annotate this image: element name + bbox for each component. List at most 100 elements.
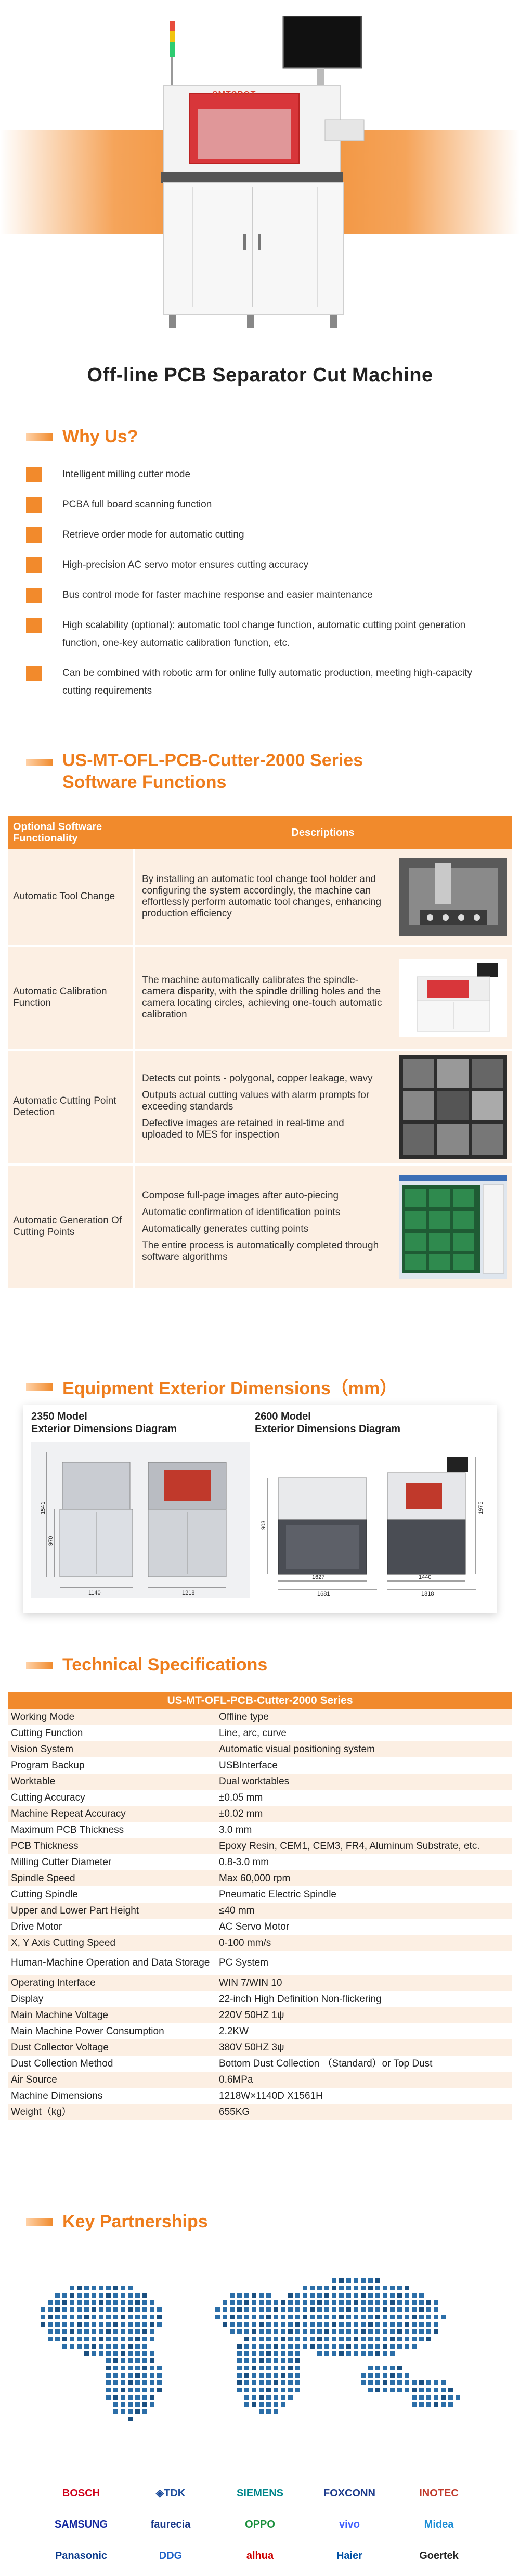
map-dot (346, 2344, 351, 2349)
map-dot (41, 2322, 45, 2327)
map-dot (113, 2322, 118, 2327)
map-dot (346, 2300, 351, 2305)
list-item: PCBA full board scanning function (26, 496, 494, 514)
map-dot (259, 2402, 264, 2407)
map-dot (48, 2307, 53, 2312)
dim-lower-height-2600: 903 (261, 1521, 267, 1530)
map-dot (92, 2322, 96, 2327)
map-dot (412, 2322, 417, 2327)
map-dot (266, 2402, 271, 2407)
map-dot (84, 2322, 89, 2327)
map-dot (441, 2402, 446, 2407)
map-dot (142, 2351, 147, 2356)
col-function-header: Optional Software Functionality (8, 816, 134, 849)
map-dot (361, 2286, 366, 2290)
map-dot (99, 2344, 103, 2349)
map-dot (448, 2402, 453, 2407)
map-dot (390, 2286, 395, 2290)
map-dot (310, 2329, 315, 2334)
map-dot (121, 2380, 125, 2385)
function-desc: Outputs actual cutting values with alarm… (142, 1090, 370, 1112)
map-dot (303, 2293, 307, 2298)
map-dot (368, 2278, 373, 2283)
map-dot (252, 2337, 256, 2341)
map-dot (142, 2307, 147, 2312)
map-dot (354, 2322, 358, 2327)
map-dot (106, 2366, 111, 2370)
map-dot (237, 2322, 242, 2327)
map-dot (448, 2395, 453, 2400)
map-dot (70, 2322, 74, 2327)
map-dot (281, 2307, 285, 2312)
list-item: High-precision AC servo motor ensures cu… (26, 556, 494, 574)
map-dot (412, 2293, 417, 2298)
table-row: Human-Machine Operation and Data Storage… (8, 1951, 512, 1975)
map-dot (113, 2315, 118, 2319)
map-dot (354, 2300, 358, 2305)
bullet-square-icon (26, 527, 42, 543)
map-dot (354, 2344, 358, 2349)
map-dot (121, 2358, 125, 2363)
map-dot (77, 2315, 82, 2319)
bullet-square-icon (26, 497, 42, 513)
dimensions-title: Equipment Exterior Dimensions（mm） (62, 1379, 398, 1398)
spec-name: Cutting Spindle (8, 1886, 216, 1903)
map-dot (361, 2322, 366, 2327)
map-dot (92, 2344, 96, 2349)
map-dot (230, 2322, 235, 2327)
map-dot (368, 2373, 373, 2378)
map-dot (128, 2344, 133, 2349)
map-dot (142, 2329, 147, 2334)
table-row: Cutting Accuracy±0.05 mm (8, 1790, 512, 1806)
spec-value: Automatic visual positioning system (216, 1741, 512, 1757)
map-dot (368, 2293, 373, 2298)
map-dot (288, 2380, 293, 2385)
map-dot (113, 2337, 118, 2341)
spec-name: Program Backup (8, 1757, 216, 1774)
map-dot (157, 2307, 162, 2312)
map-dot (390, 2337, 395, 2341)
function-desc: Defective images are retained in real-ti… (142, 1118, 344, 1140)
map-dot (426, 2315, 431, 2319)
partner-logo: Midea (424, 2519, 454, 2530)
bullet-square-icon (26, 588, 42, 603)
map-dot (135, 2395, 140, 2400)
map-dot (237, 2351, 242, 2356)
map-dot (303, 2344, 307, 2349)
map-dot (426, 2380, 431, 2385)
map-dot (99, 2286, 103, 2290)
map-dot (106, 2300, 111, 2305)
map-dot (113, 2293, 118, 2298)
heading-bar (26, 1383, 53, 1391)
map-dot (252, 2380, 256, 2385)
map-dot (259, 2380, 264, 2385)
map-dot (274, 2395, 278, 2400)
partner-logo: OPPO (245, 2519, 275, 2530)
map-dot (375, 2307, 380, 2312)
map-dot (288, 2315, 293, 2319)
map-dot (295, 2300, 300, 2305)
map-dot (62, 2322, 67, 2327)
map-dot (426, 2337, 431, 2341)
map-dot (106, 2388, 111, 2392)
map-dot (259, 2366, 264, 2370)
map-dot (84, 2337, 89, 2341)
function-desc: By installing an automatic tool change t… (142, 874, 382, 920)
map-dot (303, 2322, 307, 2327)
map-dot (339, 2300, 344, 2305)
map-dot (244, 2322, 249, 2327)
map-dot (412, 2300, 417, 2305)
spec-value: Dual worktables (216, 1774, 512, 1790)
map-dot (99, 2307, 103, 2312)
map-dot (106, 2344, 111, 2349)
map-dot (390, 2322, 395, 2327)
map-dot (266, 2315, 271, 2319)
map-dot (375, 2300, 380, 2305)
map-dot (237, 2315, 242, 2319)
map-dot (288, 2395, 293, 2400)
map-dot (324, 2300, 329, 2305)
map-dot (310, 2322, 315, 2327)
spec-name: Upper and Lower Part Height (8, 1903, 216, 1919)
